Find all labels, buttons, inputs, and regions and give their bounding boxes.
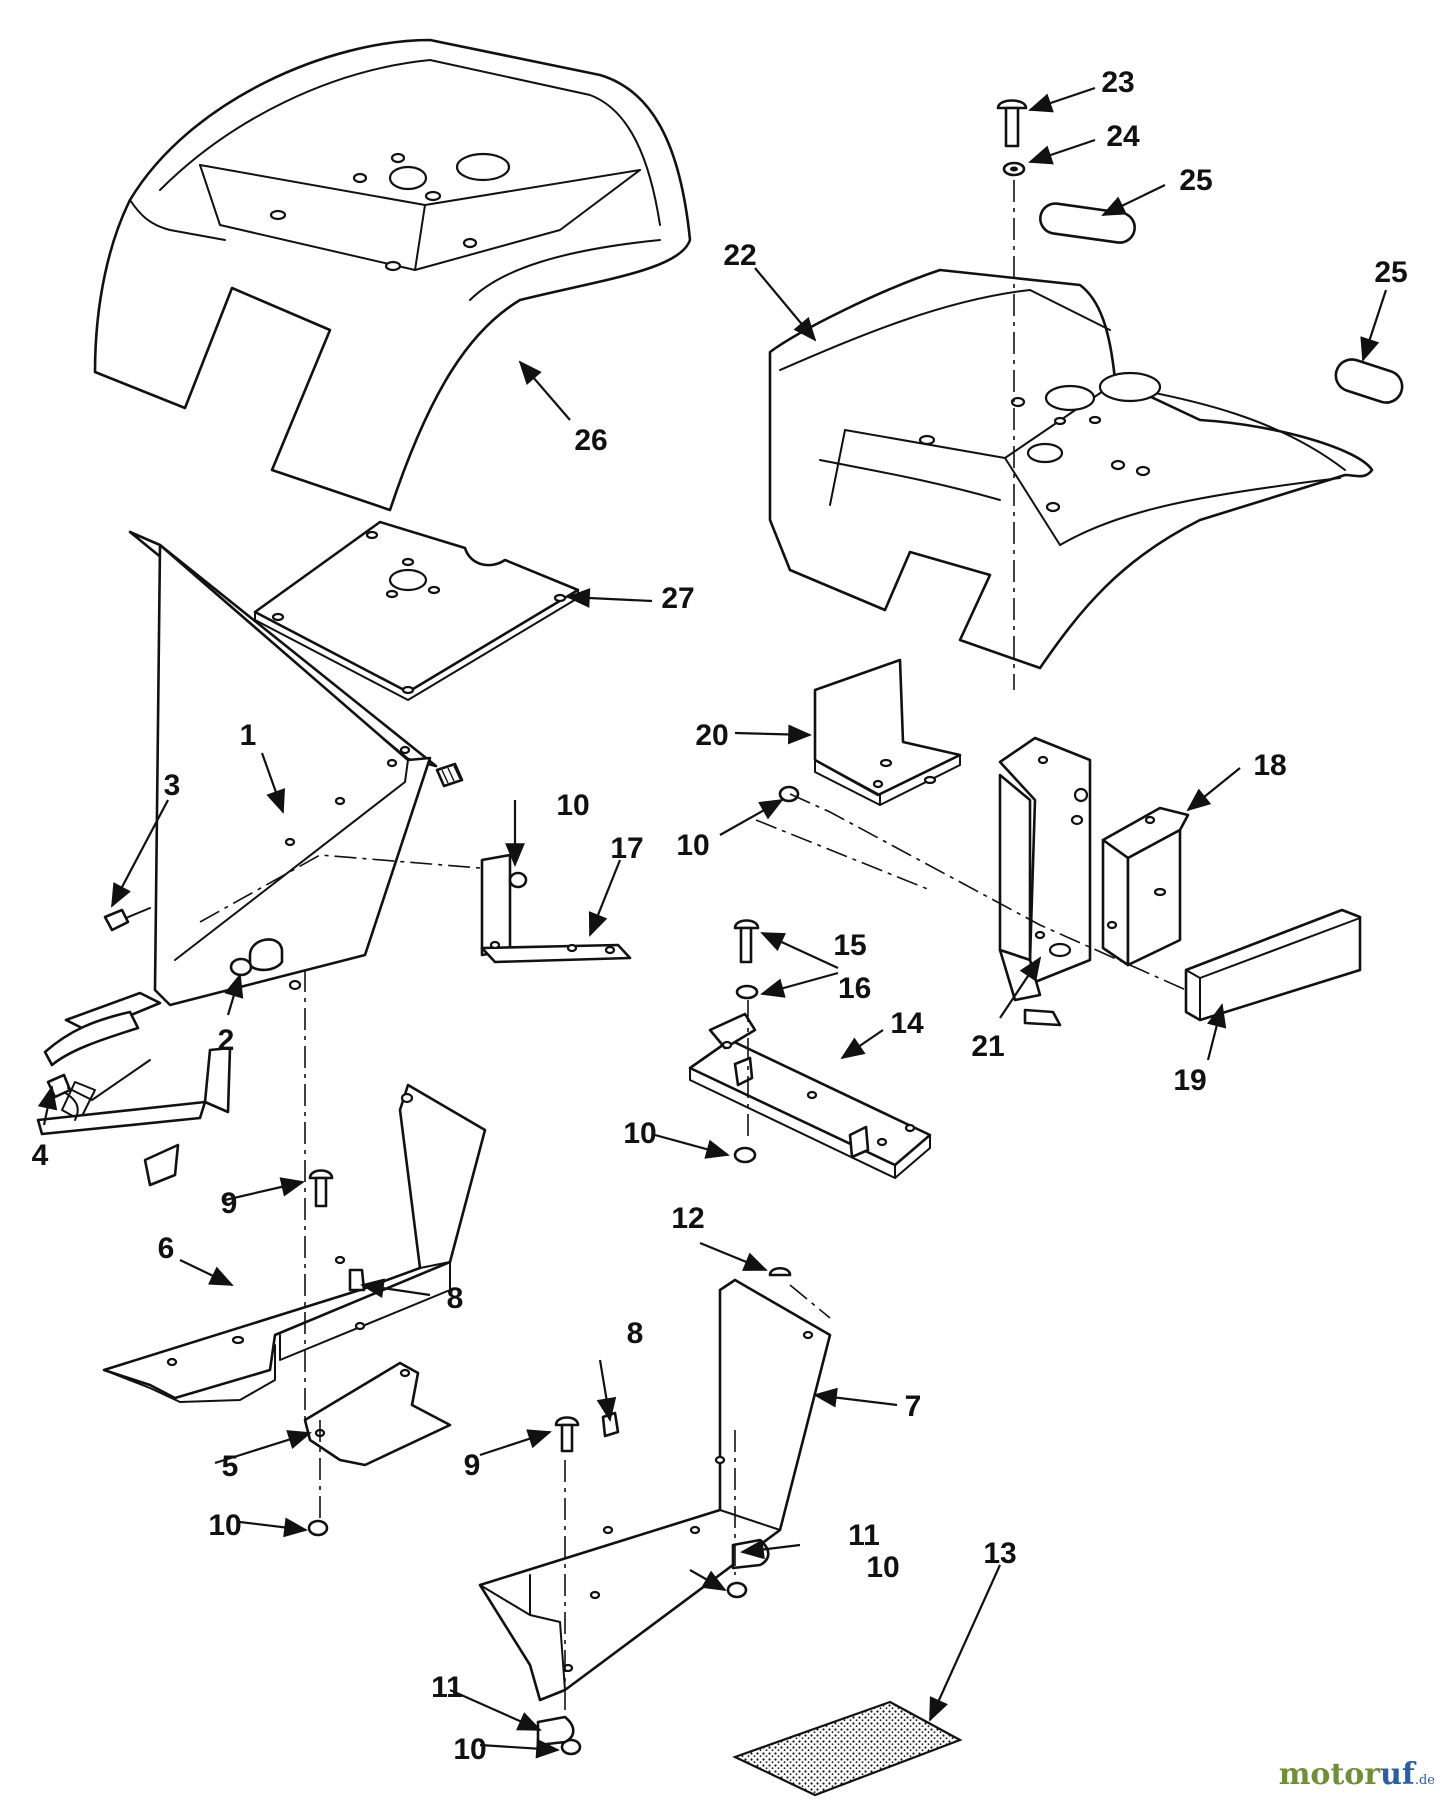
callout-22: 22 (723, 239, 756, 272)
support-bracket-19-part (1184, 908, 1362, 1022)
leader-arrows (37, 86, 1388, 1759)
bolt-washer-part (996, 99, 1028, 177)
callout-23: 23 (1101, 66, 1134, 99)
assembly-center-lines (199, 180, 1187, 1712)
watermark-name-part1: motor (1278, 1757, 1381, 1792)
callout-19: 19 (1173, 1064, 1206, 1097)
callout-27: 27 (661, 582, 694, 615)
callout-10-e: 10 (866, 1551, 899, 1584)
callout-18: 18 (1253, 749, 1286, 782)
lever-bracket-part (36, 530, 464, 1187)
watermark-name-part2: uf (1380, 1757, 1415, 1792)
callout-10-a: 10 (556, 789, 589, 822)
callout-25-right: 25 (1374, 256, 1407, 289)
plug-part (1039, 202, 1404, 404)
callout-24: 24 (1106, 120, 1140, 153)
watermark-suffix: .de (1414, 1773, 1435, 1788)
callout-11-left: 11 (431, 1671, 463, 1704)
footrest-left-part (102, 1083, 487, 1403)
callout-5: 5 (222, 1450, 239, 1483)
callout-13: 13 (983, 1537, 1016, 1570)
callout-10-f: 10 (453, 1733, 486, 1766)
callout-10-d: 10 (208, 1509, 241, 1542)
small-plate-part (303, 1361, 452, 1467)
callout-6: 6 (158, 1232, 175, 1265)
callout-9-left: 9 (221, 1187, 238, 1220)
callout-4: 4 (32, 1139, 49, 1172)
callout-10-b: 10 (676, 829, 709, 862)
callout-8-left: 8 (447, 1282, 464, 1315)
callout-20: 20 (695, 719, 728, 752)
callout-3: 3 (164, 769, 181, 802)
support-bracket-20-part (813, 658, 962, 806)
bolt-set-part (307, 785, 800, 1756)
callout-15: 15 (833, 929, 866, 962)
support-bracket-18-part (1101, 806, 1190, 967)
seat-plate-part (253, 520, 580, 701)
floor-mat-part (732, 1700, 963, 1797)
callout-2: 2 (218, 1024, 235, 1057)
callout-25-top: 25 (1179, 164, 1212, 197)
callout-9-right: 9 (464, 1449, 481, 1482)
callout-7: 7 (905, 1390, 922, 1423)
fender-left-part (93, 38, 692, 512)
callout-labels: 1 2 3 4 5 6 7 8 8 9 9 10 10 10 10 10 10 … (32, 66, 1408, 1766)
watermark-logo: motoruf.de (1279, 1757, 1435, 1792)
angle-bracket-part (480, 853, 632, 964)
callout-11-right: 11 (848, 1519, 880, 1552)
callout-1: 1 (240, 719, 257, 752)
mount-rail-part (688, 1012, 932, 1179)
callout-17: 17 (610, 832, 643, 865)
callout-14: 14 (890, 1007, 924, 1040)
center-bracket-part (998, 736, 1092, 1027)
callout-26: 26 (574, 424, 607, 457)
callout-16: 16 (838, 972, 871, 1005)
fender-right-part (768, 268, 1374, 670)
callout-21: 21 (971, 1030, 1004, 1063)
callout-8-right: 8 (627, 1317, 644, 1350)
footrest-right-part (478, 1266, 832, 1702)
callout-10-c: 10 (623, 1117, 656, 1150)
callout-12: 12 (671, 1202, 704, 1235)
